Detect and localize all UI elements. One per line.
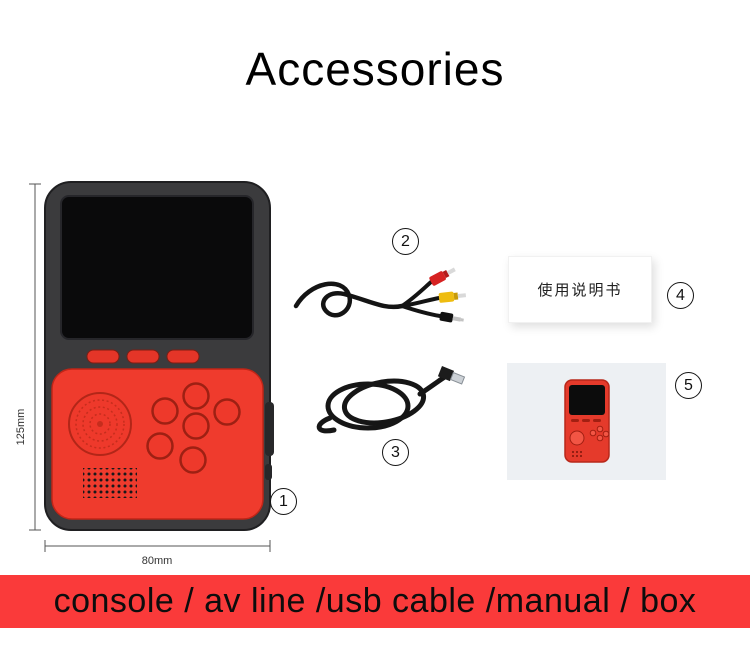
page-title: Accessories (245, 43, 505, 95)
console-screen (60, 195, 254, 340)
height-dimension-line (29, 183, 41, 531)
mini-console-screen (568, 384, 605, 415)
console-dpad (68, 392, 132, 456)
usb-cable-image (316, 366, 466, 434)
mini-console-speaker (571, 450, 582, 457)
callout-av-cable: 2 (392, 228, 419, 255)
rca-plug-red (429, 267, 456, 286)
mini-console-action-buttons (589, 425, 609, 441)
console-speaker-grille (83, 468, 137, 498)
usb-cable-coil (316, 373, 449, 434)
callout-box: 5 (675, 372, 702, 399)
audio-jack-plug (439, 311, 464, 323)
av-cable-cord (293, 280, 442, 318)
usb-connector (437, 366, 466, 385)
height-dimension-label: 125mm (15, 409, 27, 446)
console-action-buttons (146, 382, 241, 474)
width-dimension-label: 80mm (142, 555, 173, 567)
callout-console: 1 (270, 488, 297, 515)
bottom-banner-text: console / av line /usb cable /manual / b… (53, 582, 697, 620)
width-dimension-line (44, 540, 271, 552)
console-side-nub (265, 464, 272, 480)
rca-plug-yellow (438, 291, 467, 303)
mini-console-menu-buttons (570, 418, 601, 422)
console-side-button (265, 402, 274, 456)
console-menu-buttons (86, 349, 200, 364)
bottom-banner: console / av line /usb cable /manual / b… (0, 575, 750, 628)
console-figure: 125mm (15, 172, 305, 575)
callout-usb-cable: 3 (382, 439, 409, 466)
box-panel (507, 363, 666, 480)
av-cable-image (293, 267, 467, 323)
manual-text: 使用说明书 (537, 282, 623, 299)
manual-card: 使用说明书 (508, 256, 652, 323)
av-cable-figure (292, 248, 492, 348)
box-console-image (563, 378, 610, 463)
mini-console-dpad (569, 430, 584, 445)
callout-manual: 4 (667, 282, 694, 309)
usb-cable-figure (306, 358, 476, 451)
console-image: 125mm (15, 181, 274, 567)
